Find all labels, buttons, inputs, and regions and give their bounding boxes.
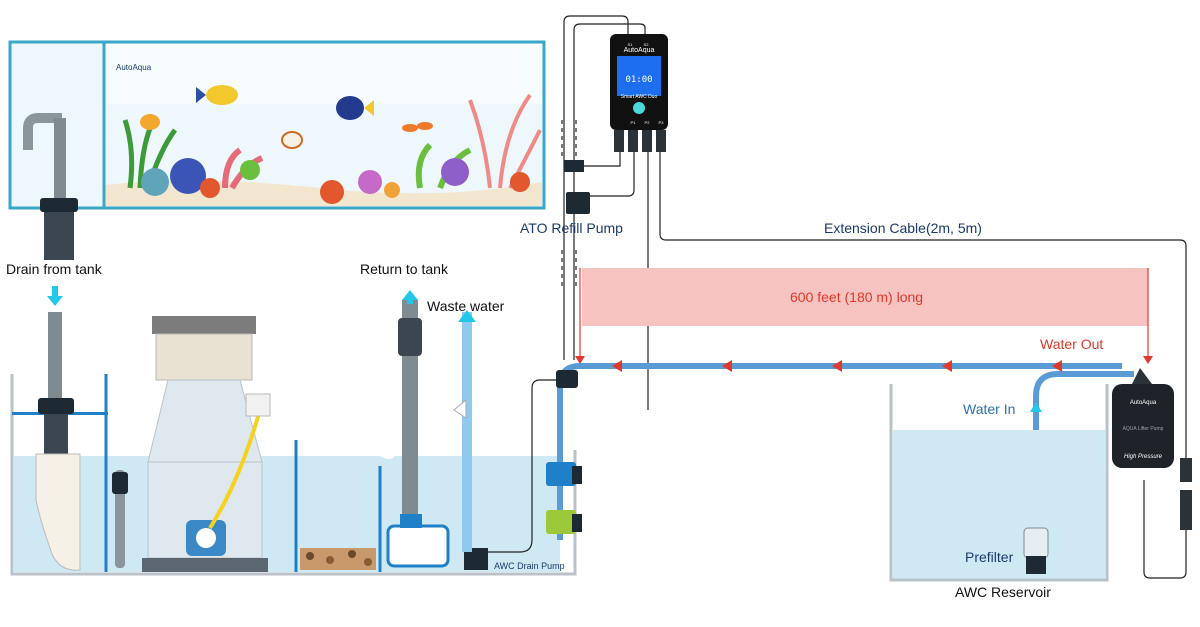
extension-plug <box>1180 458 1192 530</box>
prefilter <box>1023 527 1049 574</box>
label-distance: 600 feet (180 m) long <box>790 289 923 305</box>
controller-brand: AutoAqua <box>624 47 655 54</box>
control-cables <box>488 15 1187 579</box>
distance-band <box>575 268 1153 364</box>
ato-refill-pump <box>564 160 590 214</box>
controller-port-p3: P3 <box>659 120 665 125</box>
label-waste-water: Waste water <box>427 298 505 314</box>
float-switch-sensors <box>546 370 582 534</box>
filter-sock <box>35 453 81 571</box>
label-return-to-tank: Return to tank <box>360 261 449 277</box>
fish <box>140 85 433 149</box>
controller-port-p1: P1 <box>631 120 637 125</box>
awc-controller <box>610 34 668 152</box>
cable-dashes <box>561 120 577 290</box>
label-extension-cable: Extension Cable(2m, 5m) <box>824 220 982 236</box>
water-out-arrows <box>612 360 1062 372</box>
lifter-brand: AutoAqua <box>1130 400 1157 406</box>
waste-water-tube <box>453 310 476 552</box>
label-prefilter: Prefilter <box>965 549 1014 565</box>
controller-port-p2: P2 <box>645 120 651 125</box>
label-awc-reservoir: AWC Reservoir <box>955 584 1051 600</box>
heater <box>112 470 128 568</box>
sump-drain-pipe <box>38 312 74 454</box>
coral-reef <box>122 93 542 204</box>
awc-reservoir <box>889 384 1109 582</box>
controller-model: Smart AWC Duo <box>621 94 658 100</box>
lifter-tag: High Pressure <box>1124 454 1163 460</box>
controller-sensor-s2: S2 <box>644 42 650 47</box>
label-drain-from-tank: Drain from tank <box>6 261 103 277</box>
drain-arrow <box>47 286 63 306</box>
label-water-out: Water Out <box>1040 336 1103 352</box>
protein-skimmer <box>142 316 271 572</box>
lifter-pump <box>1112 368 1174 468</box>
controller-sensor-s1: S1 <box>628 42 634 47</box>
label-water-in: Water In <box>963 401 1015 417</box>
label-awc-drain-pump: AWC Drain Pump <box>494 561 565 571</box>
controller-time: 01:00 <box>625 75 652 85</box>
return-arrow <box>402 290 418 304</box>
overflow-drain-pipe <box>23 113 78 260</box>
lifter-name: AQUA Lifter Pump <box>1123 426 1164 432</box>
return-pump <box>386 300 488 570</box>
label-ato-refill-pump: ATO Refill Pump <box>520 220 623 236</box>
rock-rubble <box>300 548 376 570</box>
tank-logo: AutoAqua <box>116 63 152 72</box>
